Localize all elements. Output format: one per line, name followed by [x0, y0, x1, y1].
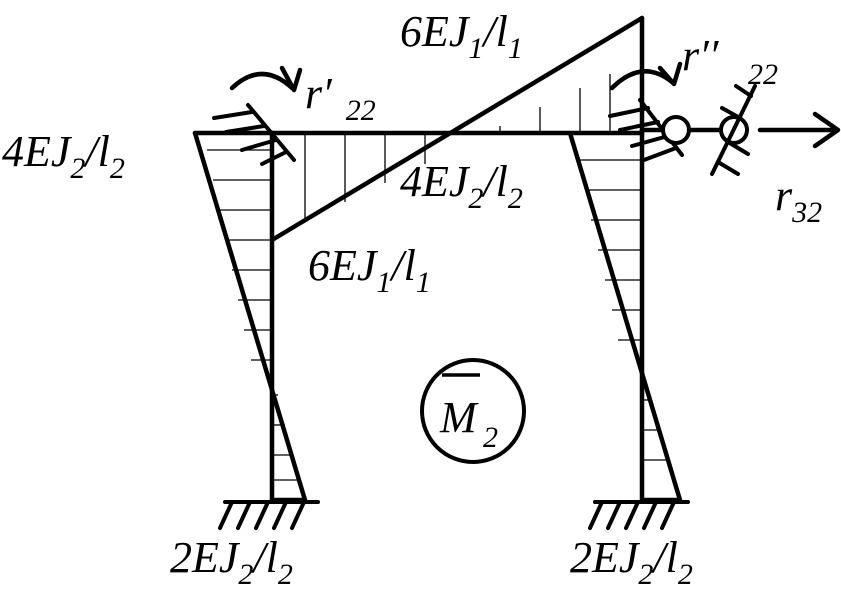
curved-arrow-r-prime-22 [229, 65, 303, 93]
moment-outlines [192, 15, 683, 503]
label-r-prime-22: r′22 [305, 69, 376, 127]
right-joint-rotation-constraint [608, 98, 684, 162]
right-column-moment-line [567, 130, 683, 503]
left-column-moment-line [192, 130, 308, 503]
label-top-right-apex: 6EJ1/l1 [400, 7, 523, 65]
reaction-arrow-r32 [757, 111, 841, 149]
label-beam-left-low: 6EJ1/l1 [308, 241, 431, 299]
label-r32: r32 [775, 171, 822, 229]
left-joint-rotation-constraint [212, 103, 296, 166]
right-fixed-support [588, 500, 690, 530]
label-top-left-moment: 4EJ2/l2 [2, 127, 125, 185]
label-bottom-left: 2EJ2/l2 [170, 533, 293, 591]
label-r-double-prime-22-subscript: 22 [748, 58, 778, 91]
curved-arrow-r-double-prime-22 [609, 61, 683, 91]
label-r-double-prime-22: r′′ [682, 31, 720, 80]
frame [192, 15, 645, 503]
symbol-circle [420, 358, 526, 464]
diagram-symbol-m2: M 2 [420, 358, 526, 464]
beam-moment-line [269, 15, 645, 243]
link-support [639, 84, 757, 176]
symbol-letter: M [439, 393, 479, 442]
label-beam-right-mid: 4EJ2/l2 [400, 157, 523, 215]
symbol-subscript: 2 [483, 421, 498, 454]
label-bottom-right: 2EJ2/l2 [570, 533, 693, 591]
left-fixed-support [218, 500, 320, 530]
hinge-left [661, 115, 691, 145]
